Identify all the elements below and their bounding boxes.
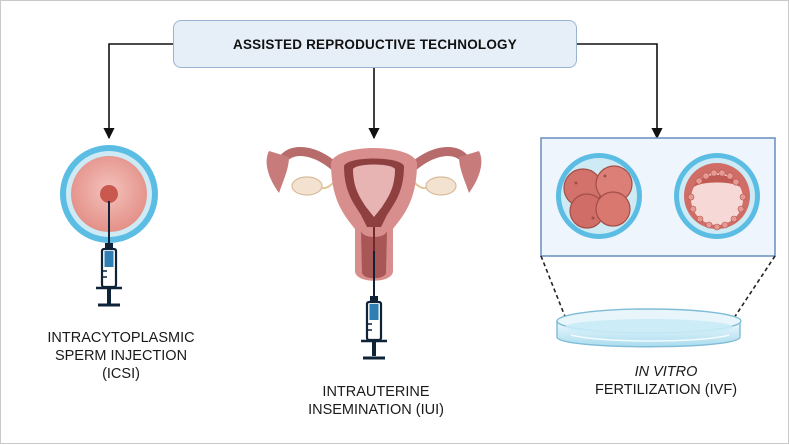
icsi-caption-line2: SPERM INJECTION [54,348,188,364]
iui-caption-line2: INSEMINATION (IUI) [308,402,444,418]
icsi-caption-line3: (ICSI) [102,366,140,382]
title-box: ASSISTED REPRODUCTIVE TECHNOLOGY [173,20,577,68]
arrow-to-icsi [103,43,173,140]
arrow-to-ivf [577,43,663,140]
ivf-caption-line2: FERTILIZATION (IVF) [594,382,738,398]
petri-dish-icon [556,308,742,348]
uterus-icon [266,147,482,281]
ivf-caption: IN VITRO FERTILIZATION (IVF) [556,363,776,399]
diagram-title: ASSISTED REPRODUCTIVE TECHNOLOGY [233,36,517,52]
syringe-icon [361,251,387,360]
connector-lines [103,43,663,140]
icsi-caption-line1: INTRACYTOPLASMIC [47,330,195,346]
embryo-icon [556,153,642,239]
blastocyst-icon [674,153,760,239]
iui-caption: INTRAUTERINE INSEMINATION (IUI) [266,383,486,419]
ivf-caption-line1: IN VITRO [634,364,698,380]
oocyte-icon [60,145,158,243]
iui-caption-line1: INTRAUTERINE [322,384,430,400]
syringe-icon [96,201,122,307]
icsi-caption: INTRACYTOPLASMIC SPERM INJECTION (ICSI) [11,329,231,383]
